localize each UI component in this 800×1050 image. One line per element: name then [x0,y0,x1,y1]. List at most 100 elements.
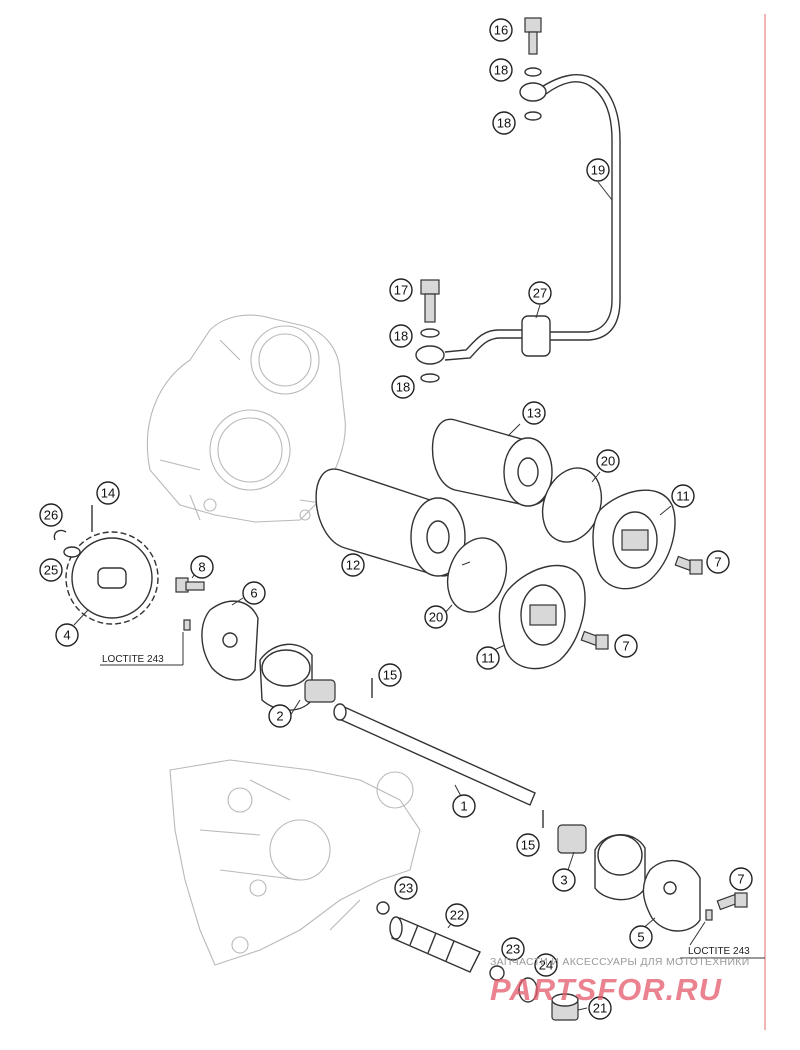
engine-case-ghost-upper [146,314,346,523]
o-ring-23a [376,901,390,915]
svg-text:15: 15 [383,668,397,683]
svg-text:13: 13 [527,406,541,421]
svg-text:18: 18 [494,63,508,78]
svg-text:23: 23 [399,881,413,896]
callout-7b: 7 [614,634,638,658]
washer-25 [63,546,81,558]
callout-23a: 23 [394,876,418,900]
callout-19: 19 [586,158,610,182]
callout-16: 16 [489,18,513,42]
svg-text:3: 3 [560,873,567,888]
svg-text:6: 6 [250,586,257,601]
washer-18b [524,111,542,121]
drain-plug-21 [551,993,579,1021]
svg-text:1: 1 [460,799,467,814]
gear-4 [65,531,159,625]
svg-text:22: 22 [450,908,464,923]
oil-line [444,74,621,361]
svg-text:24: 24 [539,958,553,973]
svg-text:7: 7 [737,872,744,887]
callout-25: 25 [39,558,63,582]
callout-11a: 11 [671,484,695,508]
callout-27: 27 [528,281,552,305]
washer-18d [420,373,440,383]
callout-14: 14 [96,481,120,505]
oil-filter-13 [431,418,553,507]
svg-text:20: 20 [601,454,615,469]
banjo-eye-lower [415,345,445,365]
callout-3: 3 [552,868,576,892]
callout-12: 12 [341,553,365,577]
svg-text:27: 27 [533,286,547,301]
svg-text:7: 7 [714,555,721,570]
oil-strainer-22 [389,916,481,973]
sealing-ring-24 [518,977,538,1003]
svg-text:18: 18 [396,380,410,395]
callout-17: 17 [389,278,413,302]
o-ring-23b [489,965,505,981]
watermark-tagline: ЗАПЧАСТИ И АКСЕССУАРЫ ДЛЯ МОТОТЕХНИКИ [490,956,750,968]
svg-text:12: 12 [346,558,360,573]
callout-11b: 11 [476,646,500,670]
callout-13: 13 [522,401,546,425]
svg-text:2: 2 [276,709,283,724]
banjo-bolt-16 [524,17,542,55]
svg-text:25: 25 [44,563,58,578]
svg-text:21: 21 [593,1001,607,1016]
svg-text:16: 16 [494,23,508,38]
callout-22: 22 [445,903,469,927]
loctite-label-right: LOCTITE 243 [688,946,750,957]
bolt-7a [674,555,703,575]
callout-15b: 15 [516,833,540,857]
circlip-26 [53,529,67,541]
svg-text:5: 5 [637,930,644,945]
callout-24: 24 [534,953,558,977]
oil-filter-12 [315,468,466,577]
engine-case-ghost-lower [169,759,421,966]
svg-text:14: 14 [101,486,115,501]
callout-18c: 18 [389,324,413,348]
screw-8 [175,577,205,631]
svg-text:15: 15 [521,838,535,853]
svg-text:18: 18 [394,329,408,344]
banjo-bolt-17 [420,279,440,323]
callout-20b: 20 [424,605,448,629]
bolt-7b [580,630,609,650]
callout-8: 8 [190,555,214,579]
filter-cover-11b [498,564,586,670]
pump-shaft-1 [333,703,536,806]
oil-pump-rotor-3 [557,824,646,901]
screw-insert-lower [705,909,713,921]
washer-18a [524,67,542,77]
banjo-eye-upper [519,82,547,102]
cover-plate-6 [201,600,259,681]
svg-text:11: 11 [481,651,495,666]
svg-text:4: 4 [63,628,70,643]
washer-18c [420,328,440,338]
callout-15a: 15 [378,663,402,687]
callout-5: 5 [629,925,653,949]
svg-text:18: 18 [497,116,511,131]
svg-text:19: 19 [591,163,605,178]
svg-text:17: 17 [394,283,408,298]
svg-text:23: 23 [506,942,520,957]
cover-plate-5 [642,859,701,932]
callout-18b: 18 [492,111,516,135]
callout-7c: 7 [729,867,753,891]
callout-18a: 18 [489,58,513,82]
svg-text:20: 20 [429,610,443,625]
callout-1: 1 [452,794,476,818]
callout-6: 6 [242,581,266,605]
callout-7a: 7 [706,550,730,574]
oil-pump-rotor-2 [259,643,336,711]
callout-23b: 23 [501,937,525,961]
filter-cover-11a [592,489,676,590]
callout-20a: 20 [596,449,620,473]
bolt-7c [716,892,748,911]
callout-18d: 18 [391,375,415,399]
callout-21: 21 [588,996,612,1020]
loctite-label-left: LOCTITE 243 [102,654,164,665]
callout-26: 26 [39,503,63,527]
svg-text:11: 11 [676,489,690,504]
